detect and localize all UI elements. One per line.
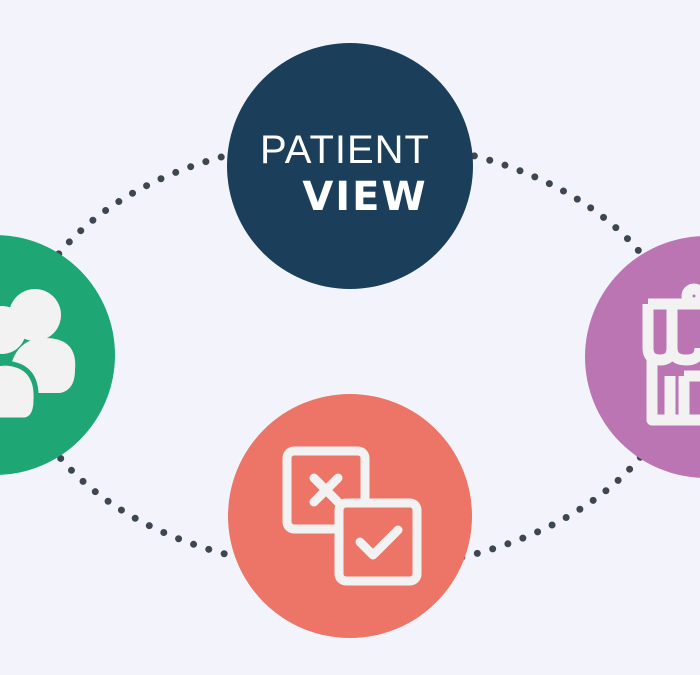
reject-approve-checkbox-icon	[282, 446, 422, 586]
patient-view-circle	[227, 43, 473, 289]
people-node	[0, 235, 115, 475]
decision-node	[228, 394, 472, 638]
brand-line-patient: PATIENT	[260, 128, 430, 172]
storefront-icon	[642, 283, 700, 426]
store-node	[585, 236, 700, 478]
brand-line-view: VIEW	[302, 174, 427, 220]
group-of-people-icon	[0, 289, 76, 423]
patient-view-node: PATIENT VIEW	[227, 43, 473, 289]
